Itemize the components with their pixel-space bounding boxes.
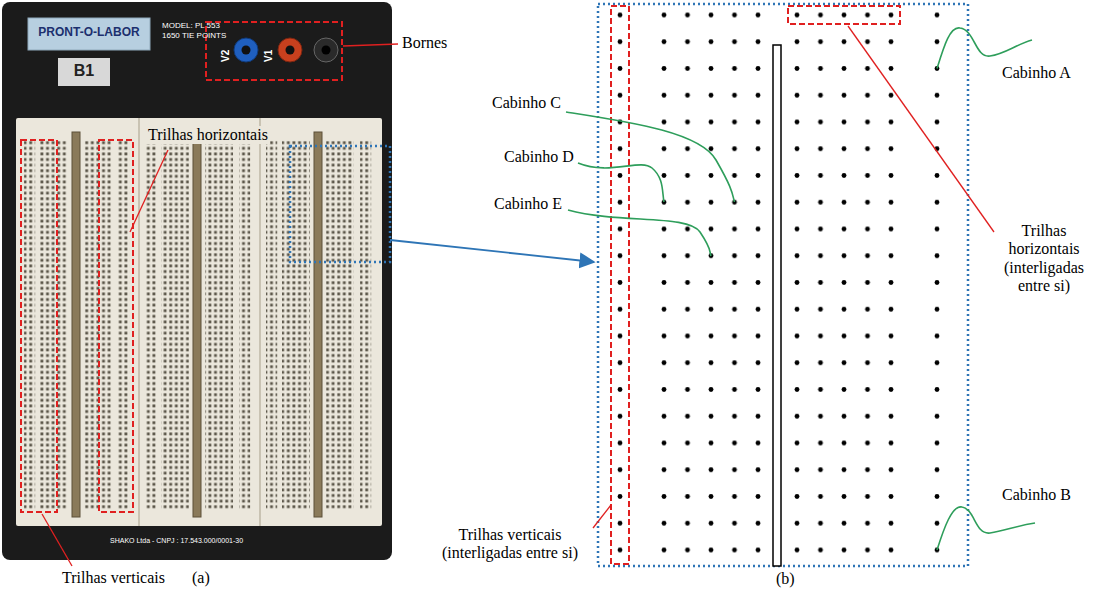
logo-plate [28, 18, 150, 50]
wire-label-holder: Cabinho E [494, 195, 562, 213]
callout-label-holder: Bornes [402, 34, 447, 52]
leader-line [130, 150, 168, 232]
hole-grid [785, 2, 903, 564]
callout-label-holder: Trilhas verticais (interligadas entre si… [430, 526, 590, 563]
jumper-wires [566, 28, 1035, 550]
zoom-region-box [290, 146, 390, 262]
horizontal-rail-callout-box [99, 140, 133, 512]
horizontal-rail-callout-box [788, 6, 900, 24]
brand-label-holder: PRONT-O-LABOR [30, 26, 148, 40]
board-frame [2, 2, 392, 560]
id-plate [58, 58, 110, 86]
vertical-rail-callout-box [21, 140, 57, 512]
model-label: 1650 TIE POINTS [162, 31, 226, 40]
terminal-blue [234, 38, 258, 62]
panel-label-holder: (a) [192, 569, 210, 587]
model-label: MODEL: PL 553 [162, 21, 220, 30]
model-label-holder: 1650 TIE POINTS [162, 31, 226, 40]
board-id-label: B1 [58, 62, 110, 80]
maker-label-holder: SHAKO Ltda - CNPJ : 17.543.000/0001-30 [110, 537, 243, 545]
breadboard-body [16, 118, 382, 526]
wire-label: Cabinho B [1002, 486, 1071, 504]
terminal-label: V2 [220, 50, 232, 62]
panel-label: (a) [192, 569, 210, 587]
wire-label: Cabinho D [504, 148, 574, 166]
maker-label: SHAKO Ltda - CNPJ : 17.543.000/0001-30 [110, 537, 243, 545]
hole-column [922, 2, 952, 564]
hole-column [605, 2, 635, 564]
board-id-label-holder: B1 [58, 62, 110, 80]
jumper-wire [937, 28, 1032, 69]
terminal-label-holder: V1 [263, 50, 275, 62]
terminal-red [278, 38, 302, 62]
breadboard-photo [2, 2, 398, 566]
jumper-wire [578, 163, 664, 202]
jumper-wire [568, 210, 711, 256]
vertical-rail-callout-box [611, 6, 629, 564]
center-groove [773, 45, 781, 566]
leader-line [848, 26, 994, 232]
wire-label: Cabinho A [1002, 64, 1071, 82]
terminals-callout-box [206, 22, 342, 80]
callout-label: Bornes [402, 34, 447, 52]
breadboard-schematic [566, 2, 1035, 566]
hole-grid [652, 2, 770, 564]
wire-label-holder: Cabinho B [1002, 486, 1071, 504]
callout-label: Trilhas horizontais (interligadas entre … [998, 222, 1090, 296]
panel-label: (b) [776, 570, 795, 588]
callout-label-holder: Trilhas horizontais [146, 126, 270, 144]
jumper-wire [937, 507, 1035, 550]
zoom-arrow [390, 240, 594, 262]
callout-label: Trilhas verticais (interligadas entre si… [430, 526, 590, 563]
leader-line [343, 44, 398, 46]
terminal-black [314, 38, 338, 62]
breadboard-holes [24, 118, 371, 526]
wire-label-holder: Cabinho D [504, 148, 574, 166]
callout-label-holder: Trilhas horizontais (interligadas entre … [998, 222, 1090, 296]
leader-line [42, 514, 72, 566]
terminal-label: V1 [263, 50, 275, 62]
model-label-holder: MODEL: PL 553 [162, 21, 220, 30]
terminal-label-holder: V2 [220, 50, 232, 62]
callout-label: Trilhas verticais [62, 569, 165, 587]
wire-label: Cabinho C [492, 94, 561, 112]
wire-label-holder: Cabinho C [492, 94, 561, 112]
leader-line [593, 505, 611, 528]
panel-label-holder: (b) [776, 570, 795, 588]
callout-label: Trilhas horizontais [146, 126, 270, 144]
callout-label-holder: Trilhas verticais [62, 569, 165, 587]
jumper-wire [566, 112, 735, 202]
wire-label-holder: Cabinho A [1002, 64, 1071, 82]
brand-label: PRONT-O-LABOR [30, 26, 148, 40]
wire-label: Cabinho E [494, 195, 562, 213]
